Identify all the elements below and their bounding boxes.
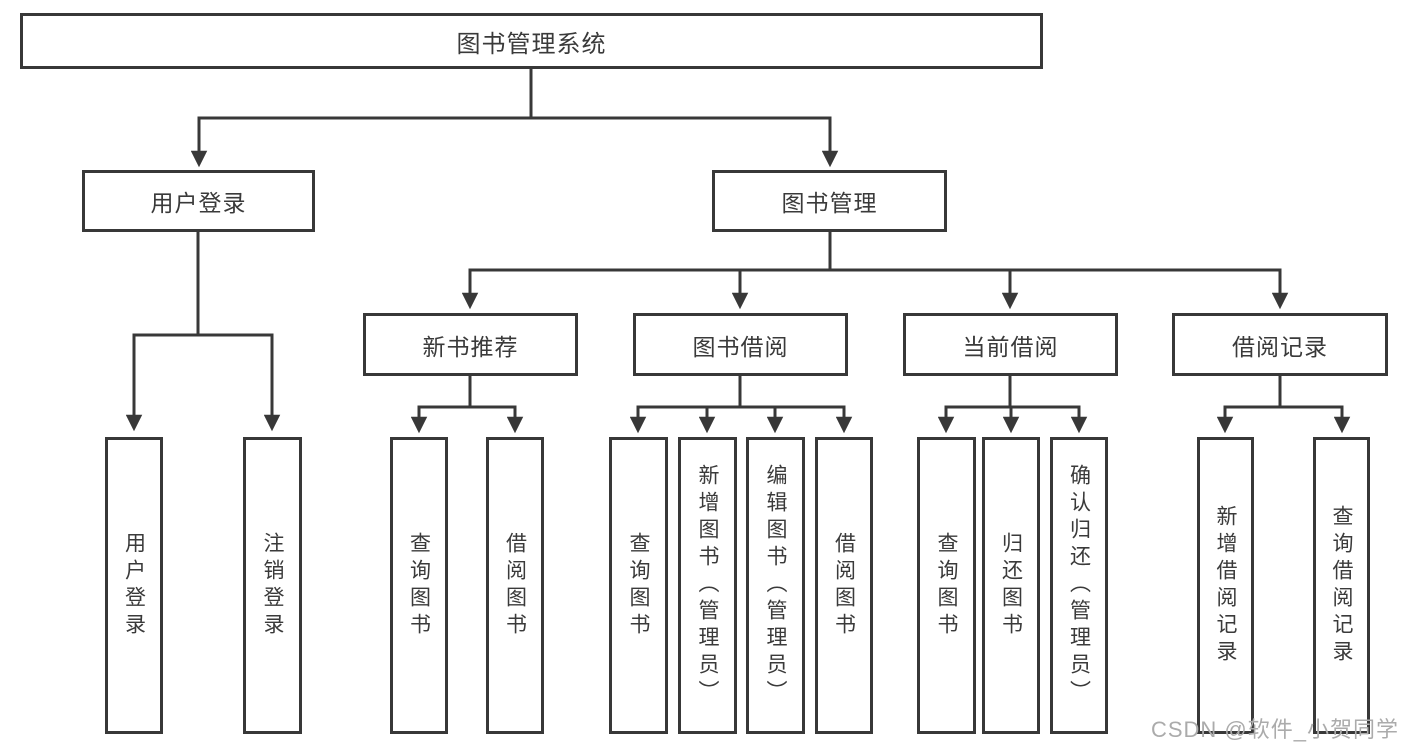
leaf-query-books-3: 查询图书 xyxy=(917,437,976,734)
split-new-book-recommend xyxy=(410,405,524,434)
node-root-label: 图书管理系统 xyxy=(456,30,607,58)
split-user-login xyxy=(125,333,281,432)
leaf-query-books-2-label: 查询图书 xyxy=(627,531,650,640)
leaf-query-borrow-record-label: 查询借阅记录 xyxy=(1330,504,1353,667)
leaf-edit-book-admin: 编辑图书（管理员） xyxy=(746,437,805,734)
node-root: 图书管理系统 xyxy=(20,13,1043,69)
leaf-query-books-1: 查询图书 xyxy=(390,437,448,734)
leaf-borrow-books-1: 借阅图书 xyxy=(486,437,544,734)
leaf-edit-book-admin-label: 编辑图书（管理员） xyxy=(764,464,787,707)
leaf-borrow-books-1-label: 借阅图书 xyxy=(503,531,527,640)
node-borrowing-records: 借阅记录 xyxy=(1172,313,1388,376)
leaf-return-book: 归还图书 xyxy=(982,437,1040,734)
leaf-borrow-books-2: 借阅图书 xyxy=(815,437,873,734)
leaf-borrow-books-2-label: 借阅图书 xyxy=(832,531,856,640)
leaf-logout: 注销登录 xyxy=(243,437,302,734)
split-root xyxy=(190,116,839,168)
leaf-user-login: 用户登录 xyxy=(105,437,163,734)
node-book-borrowing-label: 图书借阅 xyxy=(692,333,789,360)
split-book-borrowing xyxy=(629,405,853,434)
leaf-query-books-1-label: 查询图书 xyxy=(407,531,431,640)
split-book-management xyxy=(461,268,1289,310)
node-new-book-recommend: 新书推荐 xyxy=(363,313,578,376)
leaf-user-login-label: 用户登录 xyxy=(122,531,146,640)
leaf-confirm-return-admin: 确认归还（管理员） xyxy=(1050,437,1108,734)
leaf-return-book-label: 归还图书 xyxy=(999,531,1023,640)
watermark: CSDN @软件_小贺同学 xyxy=(1150,717,1399,742)
leaf-query-books-3-label: 查询图书 xyxy=(935,531,958,640)
leaf-add-book-admin: 新增图书（管理员） xyxy=(678,437,737,734)
leaf-add-borrow-record-label: 新增借阅记录 xyxy=(1214,504,1237,667)
node-current-borrowing-label: 当前借阅 xyxy=(962,333,1059,360)
leaf-query-books-2: 查询图书 xyxy=(609,437,668,734)
node-book-borrowing: 图书借阅 xyxy=(633,313,848,376)
node-user-login: 用户登录 xyxy=(82,170,315,232)
node-book-management-label: 图书管理 xyxy=(781,190,878,216)
split-borrowing-records xyxy=(1216,405,1351,434)
leaf-confirm-return-admin-label: 确认归还（管理员） xyxy=(1067,464,1091,707)
leaf-query-borrow-record: 查询借阅记录 xyxy=(1313,437,1370,734)
node-book-management: 图书管理 xyxy=(712,170,947,232)
node-current-borrowing: 当前借阅 xyxy=(903,313,1118,376)
leaf-add-book-admin-label: 新增图书（管理员） xyxy=(696,464,719,707)
leaf-add-borrow-record: 新增借阅记录 xyxy=(1197,437,1254,734)
node-new-book-recommend-label: 新书推荐 xyxy=(422,333,519,360)
leaf-logout-label: 注销登录 xyxy=(261,531,284,640)
node-user-login-label: 用户登录 xyxy=(150,190,247,216)
node-borrowing-records-label: 借阅记录 xyxy=(1232,333,1328,360)
